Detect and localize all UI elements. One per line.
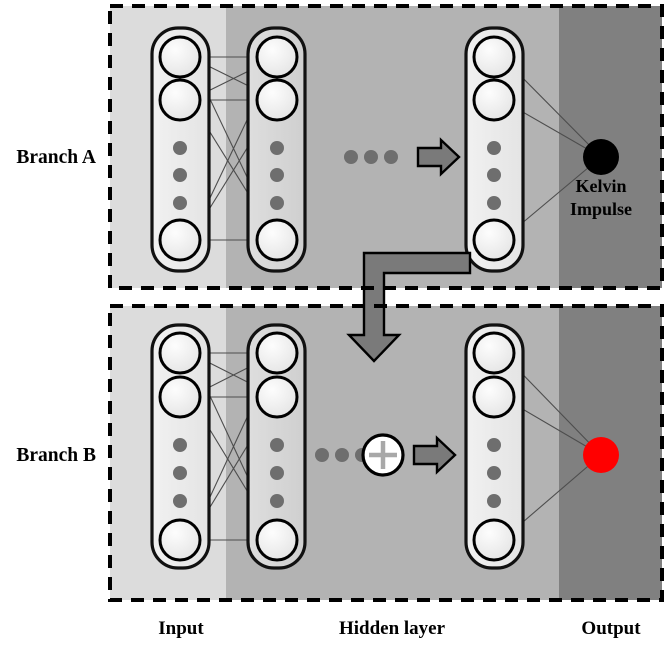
node — [255, 518, 299, 562]
nodes-a-hidden-last — [472, 35, 516, 262]
nodes-a-hidden-first — [255, 35, 299, 262]
node — [472, 375, 516, 419]
nodes-a-input — [158, 35, 202, 262]
ellipsis-dot — [487, 168, 501, 182]
ellipsis-dot — [344, 150, 358, 164]
node — [158, 331, 202, 375]
node — [255, 78, 299, 122]
ellipsis-dot — [173, 494, 187, 508]
nodes-b-input — [158, 331, 202, 562]
ellipsis-dot — [270, 168, 284, 182]
ellipsis-dot — [173, 141, 187, 155]
ellipsis-dot — [270, 438, 284, 452]
ellipsis-dot — [315, 448, 329, 462]
nodes-b-hidden-last — [472, 331, 516, 562]
node — [255, 218, 299, 262]
node — [158, 218, 202, 262]
node — [472, 518, 516, 562]
node — [255, 331, 299, 375]
node — [255, 375, 299, 419]
kelvin-impulse-label-line2: Impulse — [570, 199, 632, 219]
nodes-b-hidden-first — [255, 331, 299, 562]
node — [158, 78, 202, 122]
ellipsis-dot — [335, 448, 349, 462]
column-label-hidden: Hidden layer — [339, 618, 446, 639]
ellipsis-dot — [487, 494, 501, 508]
column-label-output: Output — [581, 618, 641, 639]
ellipsis-dot — [384, 150, 398, 164]
ellipsis-dot — [270, 494, 284, 508]
ellipsis-dot — [173, 466, 187, 480]
ellipsis-dot — [173, 168, 187, 182]
node — [158, 518, 202, 562]
ellipsis-dot — [173, 196, 187, 210]
branch-b-dashed-border — [108, 304, 664, 602]
branch-a-dashed-border — [108, 4, 664, 290]
ellipsis-b-between-layers — [315, 448, 369, 462]
ellipsis-dot — [487, 466, 501, 480]
ellipsis-dot — [270, 466, 284, 480]
node — [472, 78, 516, 122]
node — [255, 35, 299, 79]
ellipsis-dot — [364, 150, 378, 164]
column-label-input: Input — [158, 618, 204, 639]
node — [472, 218, 516, 262]
branch-a-group: Kelvin Impulse — [150, 26, 632, 273]
flow-arrow-a — [416, 137, 461, 177]
ellipsis-dot — [270, 141, 284, 155]
node — [472, 35, 516, 79]
branch-a-label: Branch A — [16, 147, 96, 168]
output-node-branch-b — [583, 437, 619, 473]
output-node-branch-a — [583, 139, 619, 175]
ellipsis-dot — [487, 196, 501, 210]
ellipsis-dot — [487, 438, 501, 452]
ellipsis-dot — [173, 438, 187, 452]
branch-b-label: Branch B — [16, 445, 96, 466]
node — [472, 331, 516, 375]
fusion-plus-icon — [361, 433, 405, 477]
branch-a-to-b-connector — [346, 251, 472, 363]
node — [158, 35, 202, 79]
branch-b-group — [150, 323, 619, 570]
kelvin-impulse-label-line1: Kelvin — [575, 176, 626, 196]
node — [158, 375, 202, 419]
ellipsis-dot — [487, 141, 501, 155]
flow-arrow-b — [412, 435, 457, 475]
ellipsis-dot — [270, 196, 284, 210]
ellipsis-a-between-layers — [344, 150, 398, 164]
